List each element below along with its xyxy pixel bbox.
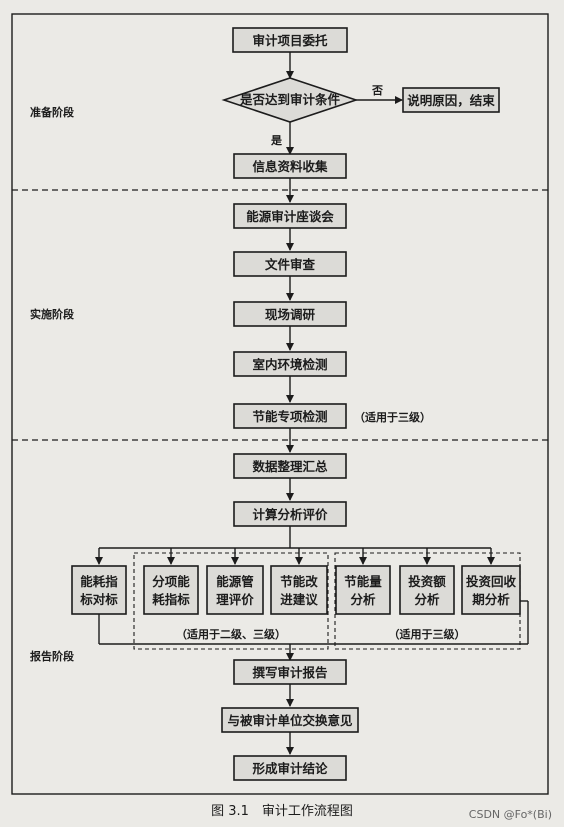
node-kickoff-meeting: 能源审计座谈会	[233, 203, 347, 229]
svg-text:是否达到审计条件: 是否达到审计条件	[239, 92, 341, 107]
node-exchange-views: 与被审计单位交换意见	[221, 707, 359, 733]
phase-label-report: 报告阶段	[30, 649, 74, 663]
svg-text:标对标: 标对标	[79, 592, 118, 607]
phase-label-impl: 实施阶段	[30, 307, 74, 321]
svg-text:分析: 分析	[350, 592, 376, 607]
svg-text:能耗指: 能耗指	[80, 574, 118, 589]
node-payback-analysis: 投资回收 期分析	[461, 565, 521, 615]
node-write-report: 撰写审计报告	[233, 659, 347, 685]
svg-text:计算分析评价: 计算分析评价	[252, 507, 328, 522]
outer-frame	[11, 13, 549, 795]
svg-text:耗指标: 耗指标	[152, 592, 190, 607]
svg-text:期分析: 期分析	[472, 592, 510, 607]
node-savings-analysis: 节能量 分析	[335, 565, 391, 615]
node-management-eval: 能源管 理评价	[206, 565, 264, 615]
svg-text:能源管: 能源管	[216, 574, 254, 589]
label-applies-level23: （适用于二级、三级）	[176, 627, 286, 641]
svg-text:进建议: 进建议	[280, 592, 318, 607]
svg-text:节能改: 节能改	[280, 574, 318, 589]
label-applies-level3-b: （适用于三级）	[389, 627, 466, 641]
svg-text:分项能: 分项能	[152, 574, 190, 589]
svg-text:撰写审计报告: 撰写审计报告	[252, 665, 328, 680]
node-improvement-advice: 节能改 进建议	[270, 565, 328, 615]
watermark: CSDN @Fo*(Bi)	[469, 808, 552, 821]
label-no: 否	[371, 84, 383, 97]
svg-text:分析: 分析	[414, 592, 440, 607]
svg-text:投资额: 投资额	[408, 574, 446, 589]
node-document-review: 文件审查	[233, 251, 347, 277]
svg-text:节能量: 节能量	[344, 574, 382, 589]
svg-text:理评价: 理评价	[216, 592, 254, 607]
svg-text:投资回收: 投资回收	[466, 574, 517, 589]
svg-text:节能专项检测: 节能专项检测	[252, 409, 327, 424]
node-info-collection: 信息资料收集	[233, 153, 347, 179]
svg-text:说明原因，结束: 说明原因，结束	[407, 93, 495, 108]
svg-text:文件审查: 文件审查	[265, 257, 316, 272]
svg-text:数据整理汇总: 数据整理汇总	[251, 459, 328, 474]
node-explain-end: 说明原因，结束	[402, 87, 500, 113]
group-box-level23	[133, 552, 329, 650]
svg-text:室内环境检测: 室内环境检测	[252, 357, 327, 372]
node-audit-commission: 审计项目委托	[232, 27, 348, 53]
phase-label-prep: 准备阶段	[30, 105, 74, 119]
svg-text:审计项目委托: 审计项目委托	[252, 33, 328, 48]
svg-text:与被审计单位交换意见: 与被审计单位交换意见	[227, 713, 353, 728]
node-data-summary: 数据整理汇总	[233, 453, 347, 479]
node-decision: 是否达到审计条件	[221, 77, 359, 123]
node-itemized-consumption: 分项能 耗指标	[143, 565, 199, 615]
figure-caption: 图 3.1 审计工作流程图	[211, 804, 353, 819]
svg-text:信息资料收集: 信息资料收集	[252, 159, 328, 174]
label-yes: 是	[270, 134, 283, 147]
node-analysis: 计算分析评价	[233, 501, 347, 527]
label-applies-level3: （适用于三级）	[354, 410, 431, 424]
svg-text:形成审计结论: 形成审计结论	[252, 761, 328, 776]
node-energy-test: 节能专项检测	[233, 403, 347, 429]
node-indoor-test: 室内环境检测	[233, 351, 347, 377]
node-investment-analysis: 投资额 分析	[399, 565, 455, 615]
node-consumption-benchmark: 能耗指 标对标	[71, 565, 127, 615]
node-audit-conclusion: 形成审计结论	[233, 755, 347, 781]
node-site-survey: 现场调研	[233, 301, 347, 327]
svg-text:能源审计座谈会: 能源审计座谈会	[246, 209, 334, 224]
svg-text:现场调研: 现场调研	[265, 307, 316, 322]
